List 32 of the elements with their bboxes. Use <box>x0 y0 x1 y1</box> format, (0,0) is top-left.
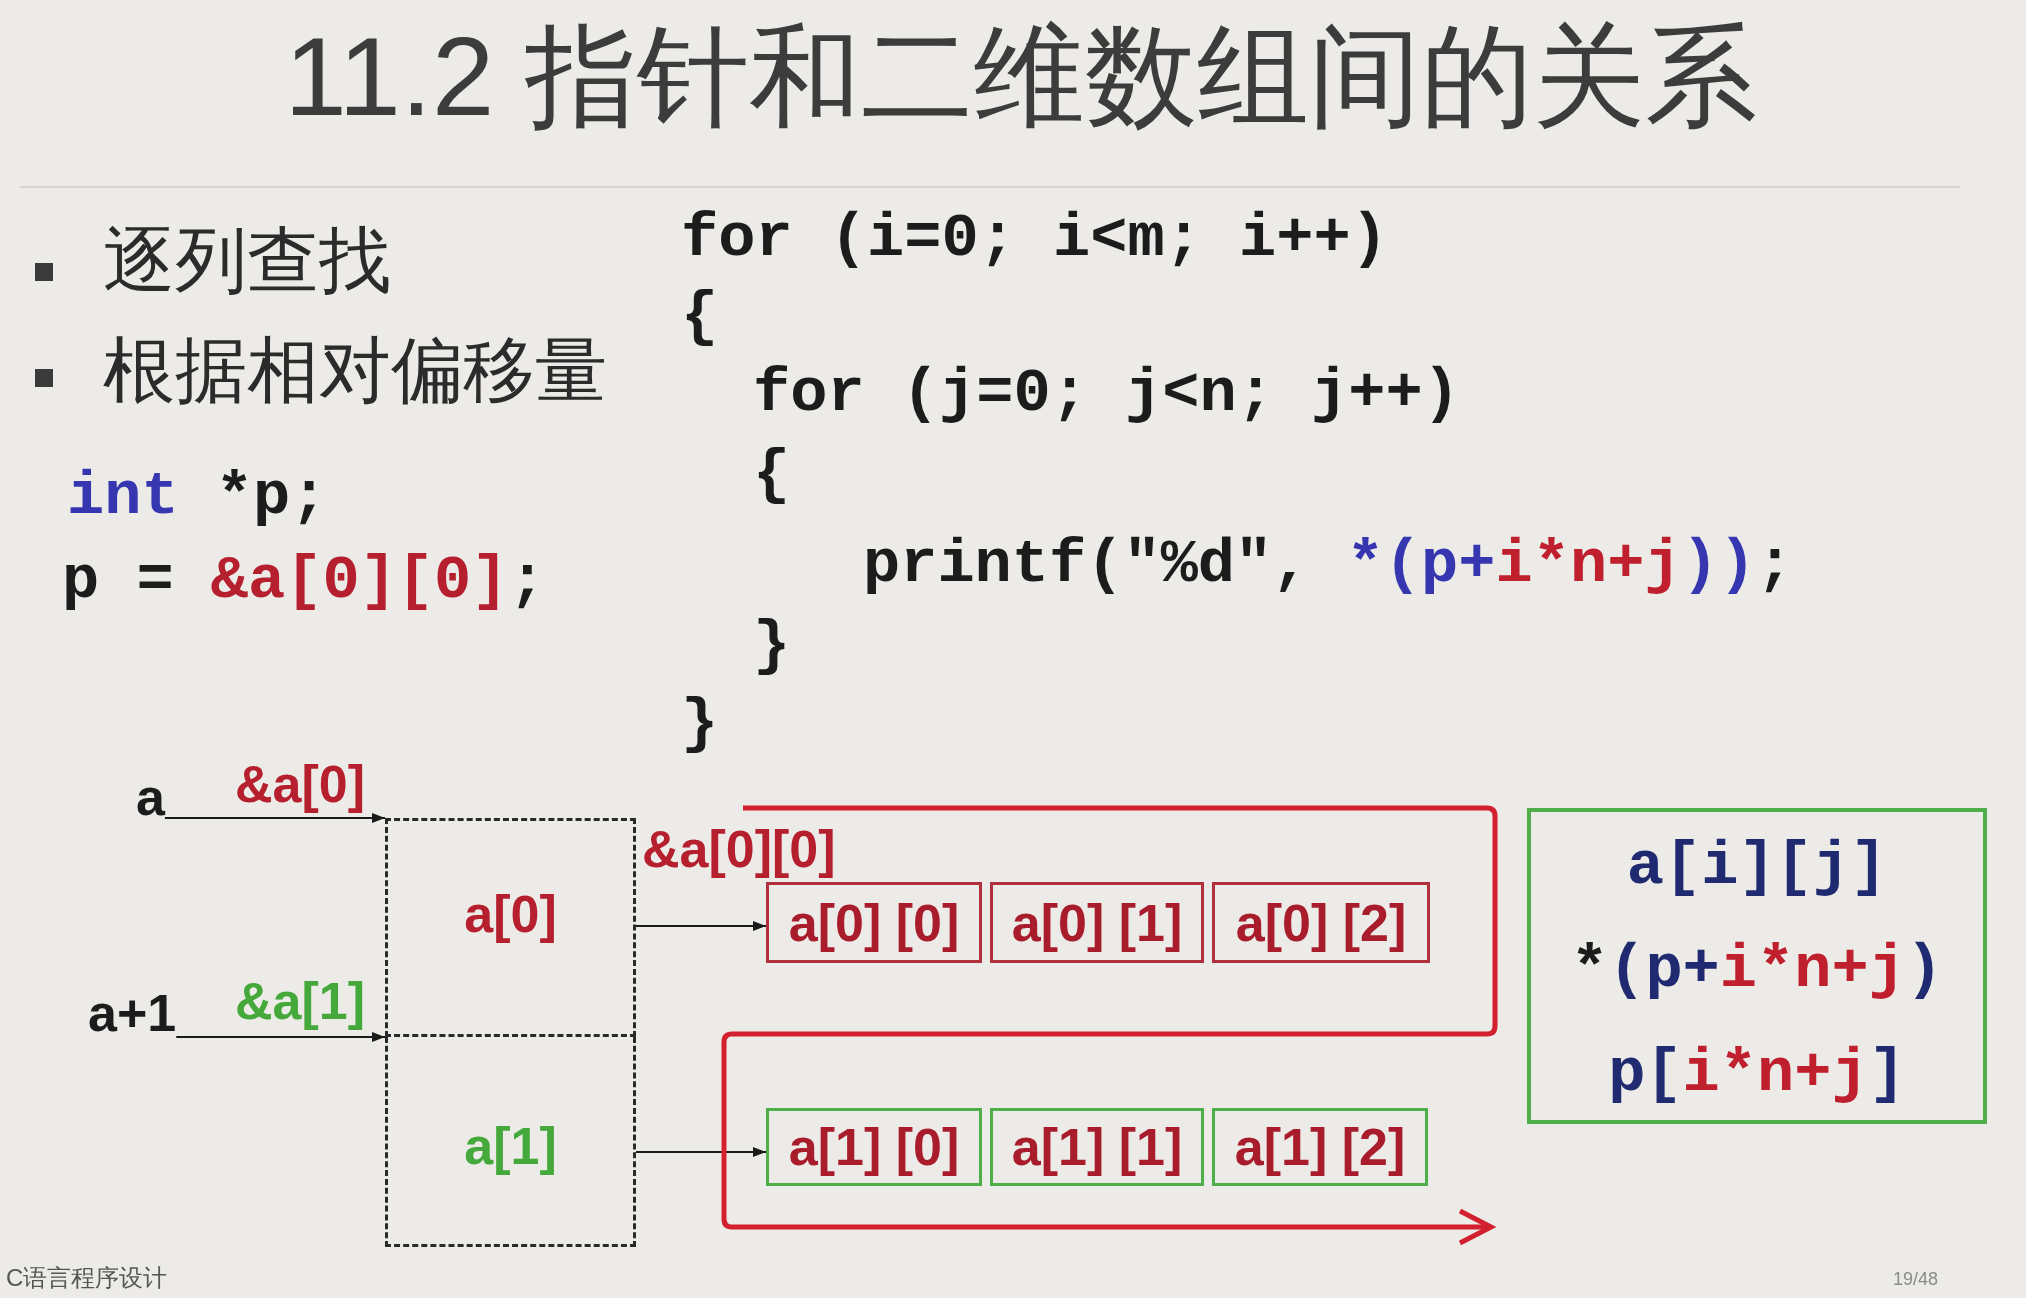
code-line: for (i=0; i<m; i++) <box>681 208 1388 270</box>
code-line: p = &a[0][0]; <box>62 550 546 612</box>
code-line: printf("%d", *(p+i*n+j)); <box>863 534 1794 596</box>
slide-title: 11.2 指针和二维数组间的关系 <box>284 13 1758 141</box>
variable-label: a <box>136 771 165 823</box>
array-cell: a[0] [0] <box>766 882 982 963</box>
formula-text: a[i][j] <box>1626 836 1888 898</box>
footer-text: C语言程序设计 <box>6 1266 168 1290</box>
code-line: } <box>681 693 719 755</box>
bullet-text: 根据相对偏移量 <box>103 334 607 406</box>
code-line: int *p; <box>67 466 328 528</box>
bullet-text: 逐列查找 <box>103 224 391 296</box>
arrow <box>163 813 386 823</box>
formula-box <box>1527 808 1987 1124</box>
array-cell: a[0] [1] <box>990 882 1204 963</box>
arrow <box>635 1147 767 1157</box>
code-line: for (j=0; j<n; j++) <box>753 363 1460 425</box>
array-cell: a[1] [1] <box>990 1108 1204 1186</box>
array-cell: a[0] [2] <box>1212 882 1430 963</box>
formula-text: *(p+i*n+j) <box>1570 939 1944 1001</box>
array-cell: a[1] [0] <box>766 1108 982 1186</box>
row-box <box>385 1037 636 1247</box>
page-number: 19/48 <box>1893 1270 1939 1288</box>
arrow <box>175 1032 386 1042</box>
code-line: } <box>753 615 791 677</box>
variable-label: a+1 <box>88 987 177 1039</box>
code-line: { <box>681 286 719 348</box>
array-cell: a[1] [2] <box>1212 1108 1428 1186</box>
arrow <box>635 921 767 931</box>
row-box <box>385 818 636 1037</box>
formula-text: p[i*n+j] <box>1608 1043 1906 1105</box>
code-line: { <box>753 444 791 506</box>
